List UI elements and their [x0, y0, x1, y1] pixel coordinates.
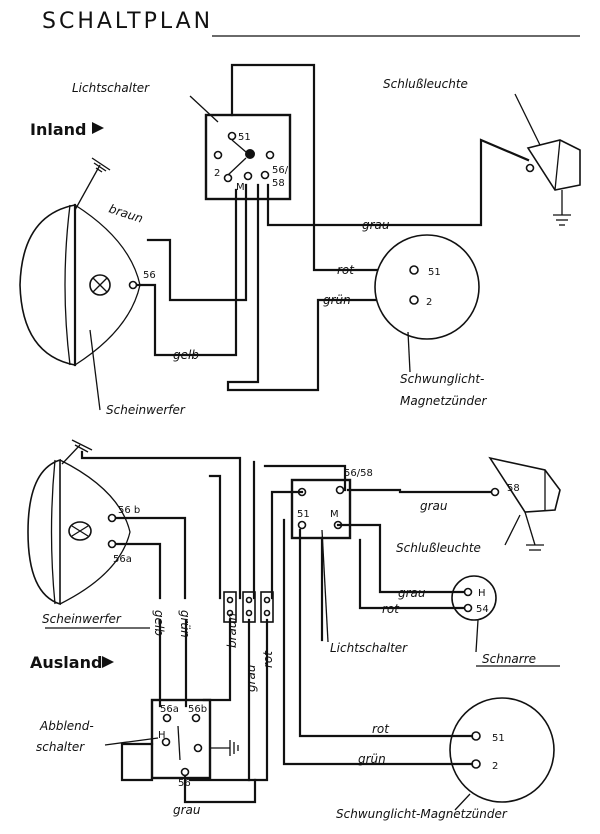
inland-wire-grau: grau [362, 218, 390, 232]
ausland-mag-term-51: 51 [492, 733, 505, 744]
ausland-headlamp [27, 439, 131, 606]
inland-mag-term-51: 51 [428, 267, 441, 278]
inland-lichtschalter-label: Lichtschalter [72, 81, 150, 95]
ausland-wire-grau-vertical: grau [244, 664, 258, 692]
ausland-term-56b: 56 b [118, 505, 140, 516]
ausland-wire-gelb: gelb [152, 610, 166, 636]
inland-wire-gelb-path [135, 188, 238, 357]
ausland-lichtschalter-label: Lichtschalter [330, 641, 408, 655]
ausland-mag-term-2: 2 [492, 761, 498, 772]
inland-wire-gelb: gelb [173, 348, 199, 362]
ausland-wire-grau-bottom: grau [173, 803, 201, 817]
ausland-ab-term-56a: 56a [160, 704, 179, 715]
inland-mag-term-2: 2 [426, 297, 432, 308]
ausland-arrow-icon [102, 656, 114, 668]
ausland-schlussleuchte-label: Schlußleuchte [396, 541, 481, 555]
inland-term-56: 56 [143, 270, 156, 281]
ausland-horn-term-54: 54 [476, 604, 489, 615]
inland-wire-grau-path [266, 138, 530, 227]
inland-taillamp [525, 139, 581, 226]
inland-schlussleuchte-label: Schlußleuchte [383, 77, 468, 91]
inland-headlamp [19, 157, 141, 367]
inland-magneto [374, 234, 480, 340]
ausland-schnarre-label: Schnarre [482, 652, 536, 666]
inland-sw-term-2: 2 [214, 168, 220, 179]
page-title: SCHALTPLAN [42, 9, 213, 34]
ausland-term-56a: 56a [113, 554, 132, 565]
ausland-wire-braun: braun [225, 613, 239, 648]
ausland-ab-term-56b: 56b [188, 704, 207, 715]
inland-sw-term-58: 58 [272, 178, 285, 189]
inland-sw-term-M: M [236, 182, 245, 193]
ausland-wire-grau-top: grau [420, 499, 448, 513]
ausland-wire-rot-vertical: rot [261, 650, 275, 668]
ausland-wire-gruen-magneto: grün [358, 752, 386, 766]
ausland-horn-term-H: H [478, 588, 486, 599]
ausland-abblendschalter-label-2: schalter [36, 740, 85, 754]
ausland-wire-gruen: grün [178, 610, 192, 638]
inland-diagram: Inland braun 56 Scheinwerfer [19, 63, 581, 417]
inland-scheinwerfer-label: Scheinwerfer [106, 403, 186, 417]
ausland-wire-rot-magneto: rot [372, 722, 390, 736]
inland-sw-term-56: 56/ [272, 165, 289, 176]
ausland-magneto [449, 697, 555, 803]
ausland-ab-term-H: H [158, 730, 166, 741]
inland-magneto-label-1: Schwunglicht- [400, 372, 484, 386]
inland-wire-rot: rot [337, 263, 355, 277]
inland-section-label: Inland [30, 120, 86, 139]
inland-sw-term-51: 51 [238, 132, 251, 143]
ausland-sw-term-51: 51 [297, 509, 310, 520]
inland-wire-gruen: grün [323, 293, 351, 307]
ausland-section-label: Ausland [30, 653, 102, 672]
ausland-wire-grau-horn: grau [398, 586, 426, 600]
ausland-term-58: 58 [507, 483, 520, 494]
ausland-scheinwerfer-label: Scheinwerfer [42, 612, 122, 626]
ausland-magneto-label: Schwunglicht-Magnetzünder [336, 807, 508, 821]
ausland-taillamp [488, 456, 561, 551]
inland-arrow-icon [92, 122, 104, 134]
inland-magneto-label-2: Magnetzünder [400, 394, 488, 408]
ausland-sw-term-M: M [330, 509, 339, 520]
ausland-wire-rot-horn: rot [382, 602, 400, 616]
ausland-horn [451, 575, 497, 621]
inland-wire-rot-path [230, 63, 392, 272]
ausland-sw-term-5658: 56/58 [344, 468, 373, 479]
inland-wire-braun: braun [107, 202, 145, 226]
ausland-abblendschalter-box [150, 698, 212, 780]
ausland-abblendschalter-label-1: Abblend- [39, 719, 94, 733]
inland-wire-braun-path [146, 183, 248, 302]
inland-wire-gruen-path [226, 183, 392, 392]
ausland-diagram: Ausland 56 b 56a Scheinwerfer [27, 439, 561, 821]
